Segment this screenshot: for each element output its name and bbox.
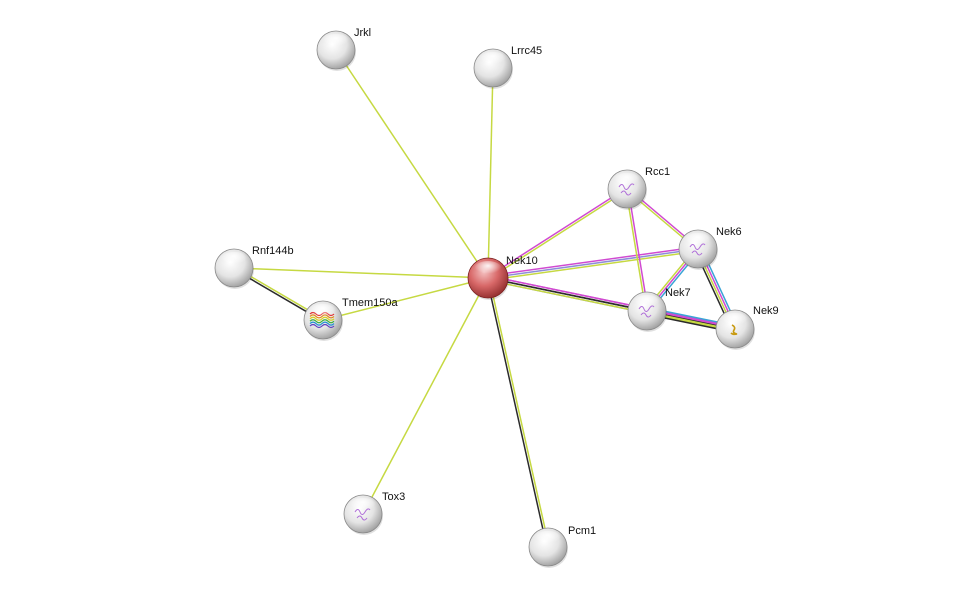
node-highlight: [474, 261, 502, 277]
edge-evidence-textmining: [322, 277, 489, 321]
node-highlight: [220, 251, 248, 268]
edge-evidence-experiments: [487, 187, 627, 278]
node-highlight: [309, 303, 337, 320]
node-label: Pcm1: [568, 525, 596, 537]
edges-layer: [233, 49, 739, 548]
node-highlight: [684, 232, 712, 249]
node-nek10[interactable]: Nek10: [467, 255, 538, 300]
node-label: Rnf144b: [252, 245, 294, 257]
edge-nek10-rnf144b: [233, 267, 489, 279]
node-label: Tmem150a: [342, 297, 399, 309]
edge-rcc1-nek7: [625, 188, 649, 312]
edge-evidence-experiments: [627, 188, 649, 311]
edge-nek10-pcm1: [486, 277, 550, 548]
node-rcc1[interactable]: Rcc1: [607, 166, 670, 210]
edge-evidence-textmining: [335, 49, 489, 279]
node-nek6[interactable]: Nek6: [678, 226, 742, 270]
edge-evidence-coexpression: [487, 277, 736, 330]
node-tox3[interactable]: Tox3: [343, 491, 405, 535]
edge-evidence-textmining: [233, 267, 489, 279]
edge-nek10-nek9: [487, 275, 736, 332]
node-highlight: [322, 33, 350, 50]
edge-evidence-experiments: [487, 246, 698, 277]
node-label: Nek9: [753, 305, 779, 317]
node-label: Nek7: [665, 287, 691, 299]
node-highlight: [479, 51, 507, 68]
edge-nek10-jrkl: [335, 49, 489, 279]
edge-evidence-textmining: [625, 189, 647, 312]
edge-evidence-experiments: [488, 275, 736, 328]
edge-nek10-lrrc45: [487, 67, 494, 279]
node-label: Nek10: [506, 255, 538, 267]
node-label: Jrkl: [354, 27, 371, 39]
node-tmem150a[interactable]: Tmem150a: [303, 297, 399, 341]
edge-evidence-textmining: [362, 277, 489, 515]
edge-evidence-textmining: [488, 250, 699, 281]
node-nek9[interactable]: Nek9: [715, 305, 779, 350]
edge-evidence-coexpression: [486, 278, 548, 548]
edge-nek10-nek6: [487, 246, 699, 281]
node-highlight: [534, 530, 562, 547]
node-rnf144b[interactable]: Rnf144b: [214, 245, 294, 289]
edge-evidence-textmining: [488, 189, 628, 280]
node-nek7[interactable]: Nek7: [627, 287, 691, 332]
node-pcm1[interactable]: Pcm1: [528, 525, 596, 568]
edge-nek10-tmem150a: [322, 277, 489, 321]
node-highlight: [613, 172, 641, 189]
node-lrrc45[interactable]: Lrrc45: [473, 45, 542, 89]
node-jrkl[interactable]: Jrkl: [316, 27, 371, 71]
node-label: Nek6: [716, 226, 742, 238]
edge-nek10-tox3: [362, 277, 489, 515]
node-label: Lrrc45: [511, 45, 542, 57]
edge-evidence-textmining: [487, 67, 494, 279]
edge-evidence-textmining: [487, 279, 735, 332]
edge-evidence-homology: [487, 248, 699, 279]
edge-evidence-textmining: [488, 277, 550, 547]
node-highlight: [349, 497, 377, 514]
node-highlight: [721, 312, 749, 329]
node-label: Tox3: [382, 491, 405, 503]
edge-nek10-rcc1: [487, 187, 628, 280]
node-label: Rcc1: [645, 166, 670, 178]
node-highlight: [633, 294, 661, 311]
